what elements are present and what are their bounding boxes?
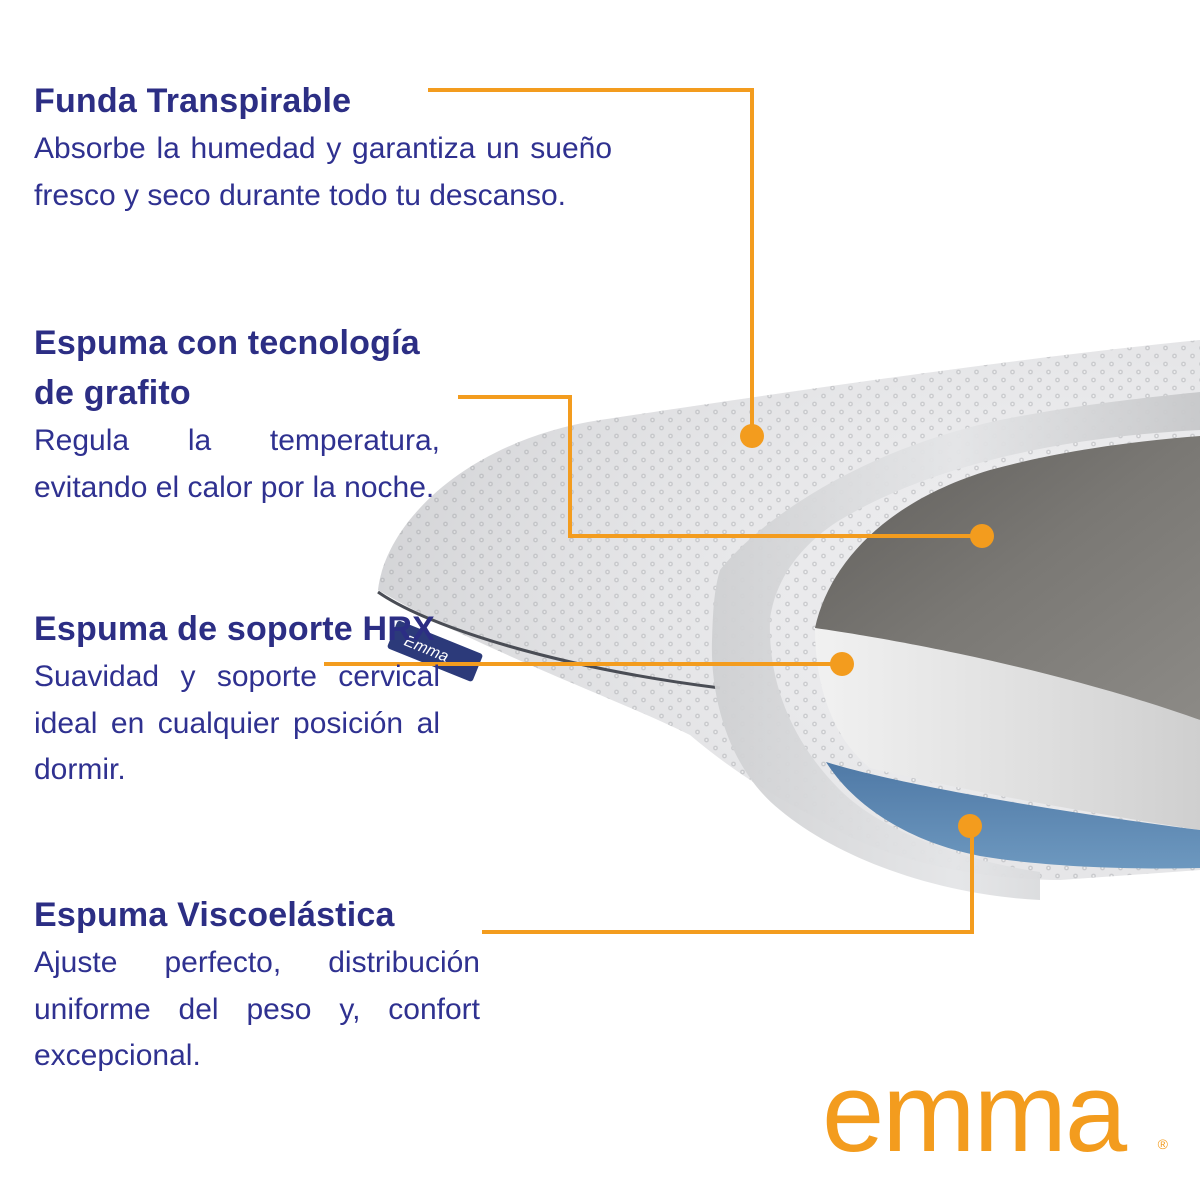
brand-name: emma xyxy=(822,1050,1127,1175)
side-band xyxy=(711,392,1200,900)
feature-description: Absorbe la humedad y garantiza un sueño … xyxy=(34,132,612,212)
callout-line-visco xyxy=(482,828,974,934)
feature-graphite-foam: Espuma con tecnología de grafito Regula … xyxy=(34,318,440,511)
registered-mark: ® xyxy=(1157,1136,1168,1152)
feature-description: Regula la temperatura, evitando el calor… xyxy=(34,424,440,504)
callout-line-cover xyxy=(428,88,754,436)
callout-dot-visco xyxy=(958,814,982,838)
pillow-piping xyxy=(377,590,721,690)
callout-dot-hrx xyxy=(830,652,854,676)
feature-visco-foam: Espuma Viscoelástica Ajuste perfecto, di… xyxy=(34,890,480,1080)
feature-description: Ajuste perfecto, distribución uniforme d… xyxy=(34,946,480,1072)
feature-title: Espuma Viscoelástica xyxy=(34,896,395,934)
feature-title: Espuma de soporte HRX xyxy=(34,610,435,648)
callout-dot-cover xyxy=(740,424,764,448)
feature-title: Espuma con tecnología de grafito xyxy=(34,324,420,412)
feature-title: Funda Transpirable xyxy=(34,82,352,120)
callout-line-graphite xyxy=(458,395,982,538)
feature-breathable-cover: Funda Transpirable Absorbe la humedad y … xyxy=(34,76,612,219)
hrx-foam-layer xyxy=(815,628,1200,830)
emma-label-tag: Emma xyxy=(387,620,483,682)
visco-foam-layer xyxy=(826,762,1200,869)
feature-hrx-foam: Espuma de soporte HRX Suavidad y soporte… xyxy=(34,604,440,794)
feature-description: Suavidad y soporte cervical ideal en cua… xyxy=(34,660,440,786)
emma-logo: emma ® xyxy=(822,1050,1174,1175)
callout-dot-graphite xyxy=(970,524,994,548)
